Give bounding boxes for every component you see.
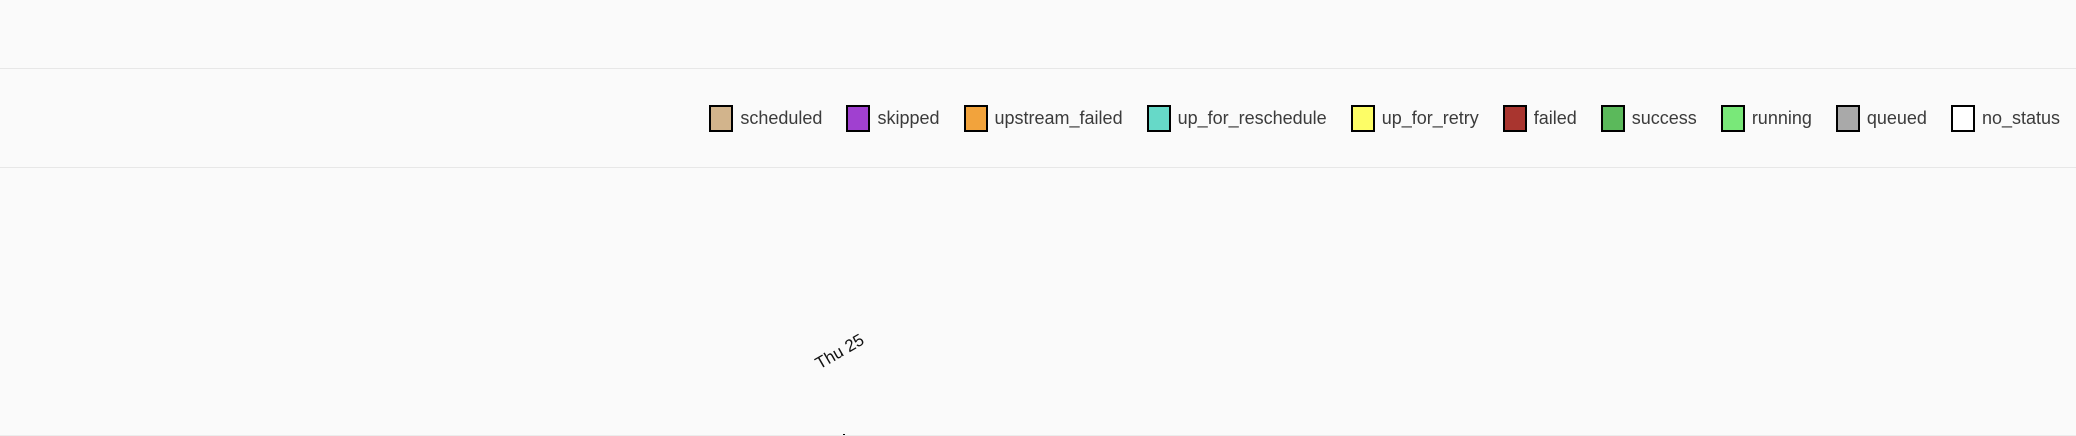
- legend-item-queued: queued: [1835, 104, 1927, 132]
- legend-item-up_for_reschedule: up_for_reschedule: [1146, 104, 1327, 132]
- legend-label: success: [1631, 107, 1697, 128]
- legend-item-skipped: skipped: [846, 104, 940, 132]
- legend-label: queued: [1866, 107, 1927, 128]
- up_for_retry-swatch-icon: [1350, 104, 1375, 132]
- legend-item-upstream_failed: upstream_failed: [963, 104, 1123, 132]
- legend-item-up_for_retry: up_for_retry: [1350, 104, 1479, 132]
- no_status-swatch-icon: [1950, 104, 1975, 132]
- legend-item-no_status: no_status: [1950, 104, 2060, 132]
- up_for_reschedule-swatch-icon: [1146, 104, 1171, 132]
- legend-item-failed: failed: [1502, 104, 1577, 132]
- legend-label: scheduled: [740, 107, 823, 128]
- legend-item-scheduled: scheduled: [709, 104, 823, 132]
- legend-label: no_status: [1981, 107, 2060, 128]
- legend-label: up_for_reschedule: [1177, 107, 1327, 128]
- running-swatch-icon: [1720, 104, 1745, 132]
- legend-item-success: success: [1600, 104, 1697, 132]
- failed-swatch-icon: [1502, 104, 1527, 132]
- legend-label: failed: [1533, 107, 1577, 128]
- top-bar: [0, 0, 2076, 69]
- chart-area: Thu 25: [0, 168, 2076, 435]
- legend-label: up_for_retry: [1381, 107, 1479, 128]
- legend-bar: scheduled skipped upstream_failed up_for_re…: [0, 69, 2076, 168]
- status-legend: scheduled skipped upstream_failed up_for_re…: [709, 69, 2060, 167]
- legend-label: running: [1751, 107, 1812, 128]
- queued-swatch-icon: [1835, 104, 1860, 132]
- skipped-swatch-icon: [846, 104, 871, 132]
- legend-item-running: running: [1720, 104, 1812, 132]
- axis-tick-thu25: [843, 434, 845, 435]
- axis-tick-label: Thu 25: [812, 330, 868, 374]
- legend-label: skipped: [877, 107, 940, 128]
- upstream_failed-swatch-icon: [963, 104, 988, 132]
- legend-label: upstream_failed: [994, 107, 1123, 128]
- scheduled-swatch-icon: [709, 104, 734, 132]
- success-swatch-icon: [1600, 104, 1625, 132]
